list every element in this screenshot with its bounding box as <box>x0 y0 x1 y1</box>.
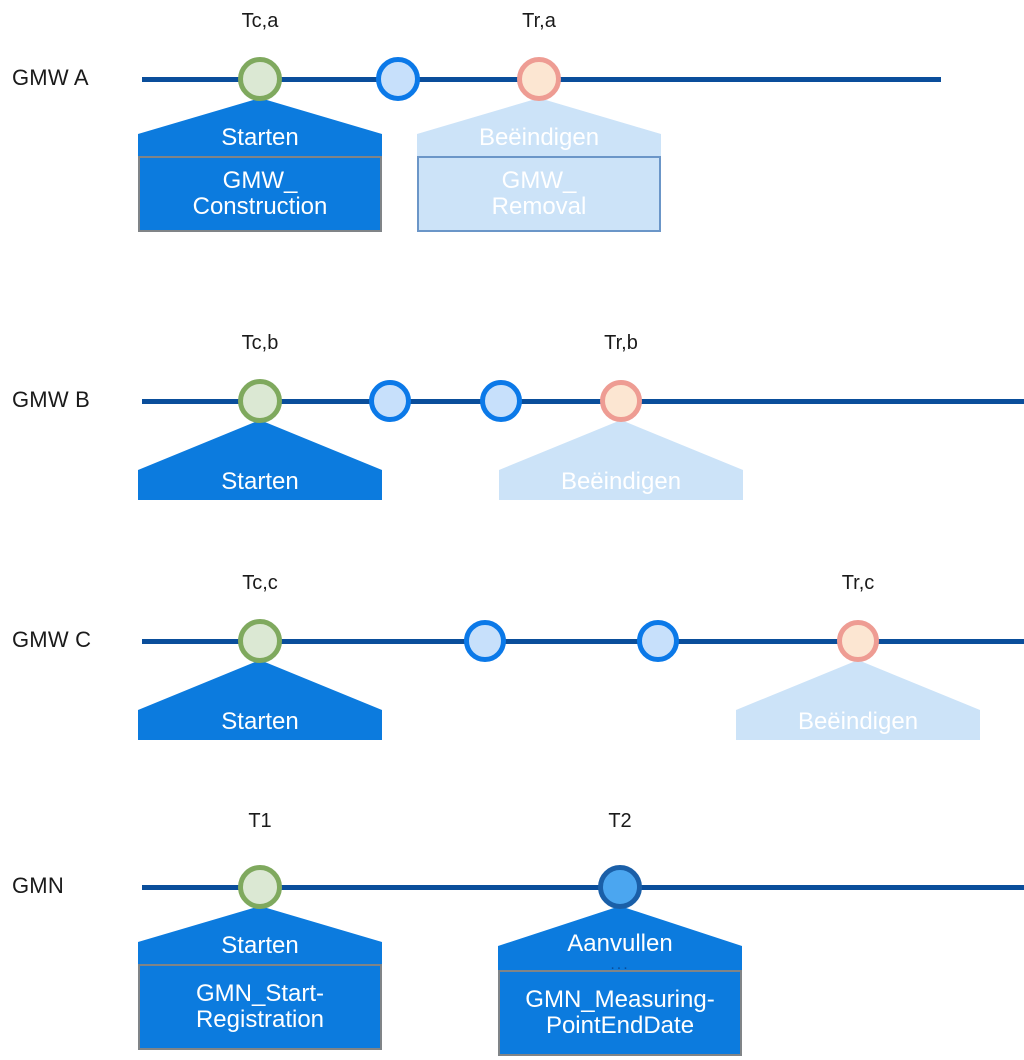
box-label-aanvullen-gmn-measuringpointenddate: GMN_Measuring-PointEndDate <box>525 987 714 1039</box>
row-label-gmw-c: GMW C <box>12 627 92 652</box>
row-label-gmn: GMN <box>12 873 64 898</box>
tick-label-gmw-a-start-node: Tc,a <box>241 10 279 32</box>
banner-starten-gmw-c: Starten <box>138 660 382 740</box>
tick-label-gmw-c-end-node: Tr,c <box>841 572 875 594</box>
box-starten-gmn-start-registration[interactable]: GMN_Start-Registration <box>138 964 382 1050</box>
node-blue-gmw-b-event-node-2[interactable] <box>480 380 522 422</box>
tick-label-gmw-b-start-node: Tc,b <box>241 332 279 354</box>
marker-starten-gmw-b[interactable]: Starten <box>138 420 382 500</box>
node-green-gmw-b-start-node[interactable] <box>238 379 282 423</box>
banner-shape-starten-gmw-c <box>138 660 382 740</box>
node-blue-gmw-c-event-node-2[interactable] <box>637 620 679 662</box>
box-line: GMW_ <box>222 167 298 195</box>
banner-label-starten-gmw-construction: Starten <box>221 124 299 151</box>
banner-starten-gmw-construction: Starten <box>138 98 382 156</box>
banner-label-aanvullen-gmn-measuringpointenddate: Aanvullen <box>567 930 673 957</box>
row-label-gmw-a: GMW A <box>12 65 89 90</box>
banner-label-starten-gmw-c: Starten <box>221 708 299 735</box>
marker-aanvullen-gmn-measuringpointenddate[interactable]: Aanvullen... GMN_Measuring-PointEndDate <box>498 906 742 1056</box>
timeline-axis-gmn <box>142 885 1024 890</box>
box-starten-gmw-construction[interactable]: GMW_Construction <box>138 156 382 232</box>
tick-label-gmw-b-end-node: Tr,b <box>604 332 638 354</box>
marker-starten-gmw-c[interactable]: Starten <box>138 660 382 740</box>
box-line: GMN_Measuring- <box>525 986 715 1014</box>
box-aanvullen-gmn-measuringpointenddate[interactable]: GMN_Measuring-PointEndDate <box>498 970 742 1056</box>
node-green-gmw-c-start-node[interactable] <box>238 619 282 663</box>
banner-aanvullen-gmn-measuringpointenddate: Aanvullen... <box>498 906 742 973</box>
row-label-gmw-b: GMW B <box>12 387 90 412</box>
tick-label-gmn-fill-node: T2 <box>608 810 632 832</box>
box-beeindigen-gmw-removal[interactable]: GMW_Removal <box>417 156 661 232</box>
banner-ellipsis-aanvullen-gmn-measuringpointenddate: ... <box>610 956 630 973</box>
banner-shape-beeindigen-gmw-c <box>736 660 980 740</box>
box-line: Removal <box>491 193 587 220</box>
banner-shape-beeindigen-gmw-removal <box>417 98 661 156</box>
node-blue-gmw-c-event-node-1[interactable] <box>464 620 506 662</box>
banner-shape-starten-gmn-start-registration <box>138 906 382 964</box>
box-line: Construction <box>192 193 328 220</box>
banner-label-beeindigen-gmw-removal: Beëindigen <box>478 124 600 151</box>
banner-beeindigen-gmw-c: Beëindigen <box>736 660 980 740</box>
node-blue-gmw-a-event-node[interactable] <box>376 57 420 101</box>
node-green-gmn-start-node[interactable] <box>238 865 282 909</box>
tick-label-gmn-start-node: T1 <box>248 810 272 832</box>
banner-beeindigen-gmw-b: Beëindigen <box>499 420 743 500</box>
node-salmon-gmw-c-end-node[interactable] <box>837 620 879 662</box>
box-label-beeindigen-gmw-removal: GMW_Removal <box>492 168 587 220</box>
node-blue-gmw-b-event-node-1[interactable] <box>369 380 411 422</box>
box-label-starten-gmw-construction: GMW_Construction <box>193 168 328 220</box>
node-navy-gmn-fill-node[interactable] <box>598 865 642 909</box>
node-green-gmw-a-start-node[interactable] <box>238 57 282 101</box>
banner-starten-gmn-start-registration: Starten <box>138 906 382 964</box>
banner-shape-aanvullen-gmn-measuringpointenddate <box>498 906 742 970</box>
banner-shape-beeindigen-gmw-b <box>499 420 743 500</box>
banner-starten-gmw-b: Starten <box>138 420 382 500</box>
banner-label-starten-gmw-b: Starten <box>221 468 299 495</box>
banner-label-beeindigen-gmw-c: Beëindigen <box>797 708 919 735</box>
node-salmon-gmw-b-end-node[interactable] <box>600 380 642 422</box>
banner-label-beeindigen-gmw-b: Beëindigen <box>560 468 682 495</box>
banner-shape-starten-gmw-construction <box>138 98 382 156</box>
box-line: GMN_Start- <box>195 980 324 1008</box>
timeline-axis-gmw-c <box>142 639 1024 644</box>
banner-label-starten-gmn-start-registration: Starten <box>221 932 299 959</box>
box-label-starten-gmn-start-registration: GMN_Start-Registration <box>196 981 324 1033</box>
banner-shape-starten-gmw-b <box>138 420 382 500</box>
tick-label-gmw-a-end-node: Tr,a <box>522 10 556 32</box>
marker-beeindigen-gmw-b[interactable]: Beëindigen <box>499 420 743 500</box>
marker-beeindigen-gmw-c[interactable]: Beëindigen <box>736 660 980 740</box>
box-line: Registration <box>195 1006 325 1033</box>
node-salmon-gmw-a-end-node[interactable] <box>517 57 561 101</box>
banner-beeindigen-gmw-removal: Beëindigen <box>417 98 661 156</box>
box-line: GMW_ <box>501 167 577 195</box>
box-line: PointEndDate <box>545 1012 695 1039</box>
tick-label-gmw-c-start-node: Tc,c <box>242 572 278 594</box>
timeline-axis-gmw-b <box>142 399 1024 404</box>
